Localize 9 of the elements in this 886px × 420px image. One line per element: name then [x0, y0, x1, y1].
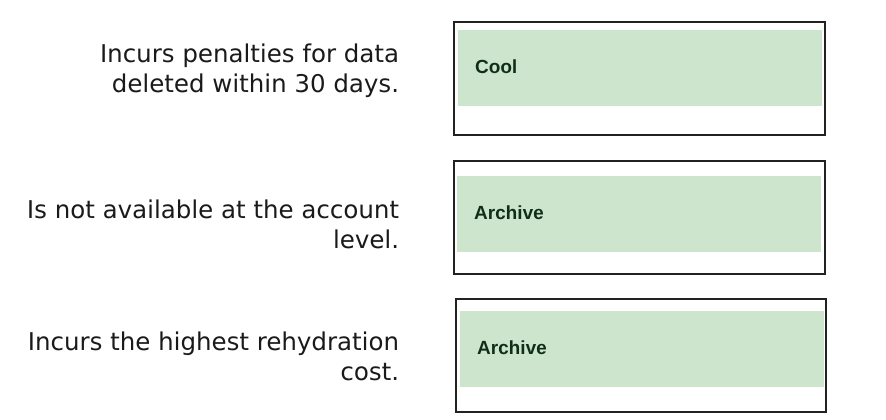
answer-drop-box — [453, 160, 826, 275]
answer-tile: Archive — [460, 311, 824, 387]
statement-text: Is not available at the account level. — [26, 195, 399, 255]
answer-tile: Cool — [458, 30, 822, 106]
answer-drop-box — [455, 298, 827, 413]
answer-tile: Archive — [457, 176, 821, 252]
statement-text: Incurs penalties for data deleted within 30 days. — [98, 39, 399, 99]
statement-text: Incurs the highest rehydration cost. — [26, 327, 399, 387]
answer-drop-box — [453, 21, 826, 136]
